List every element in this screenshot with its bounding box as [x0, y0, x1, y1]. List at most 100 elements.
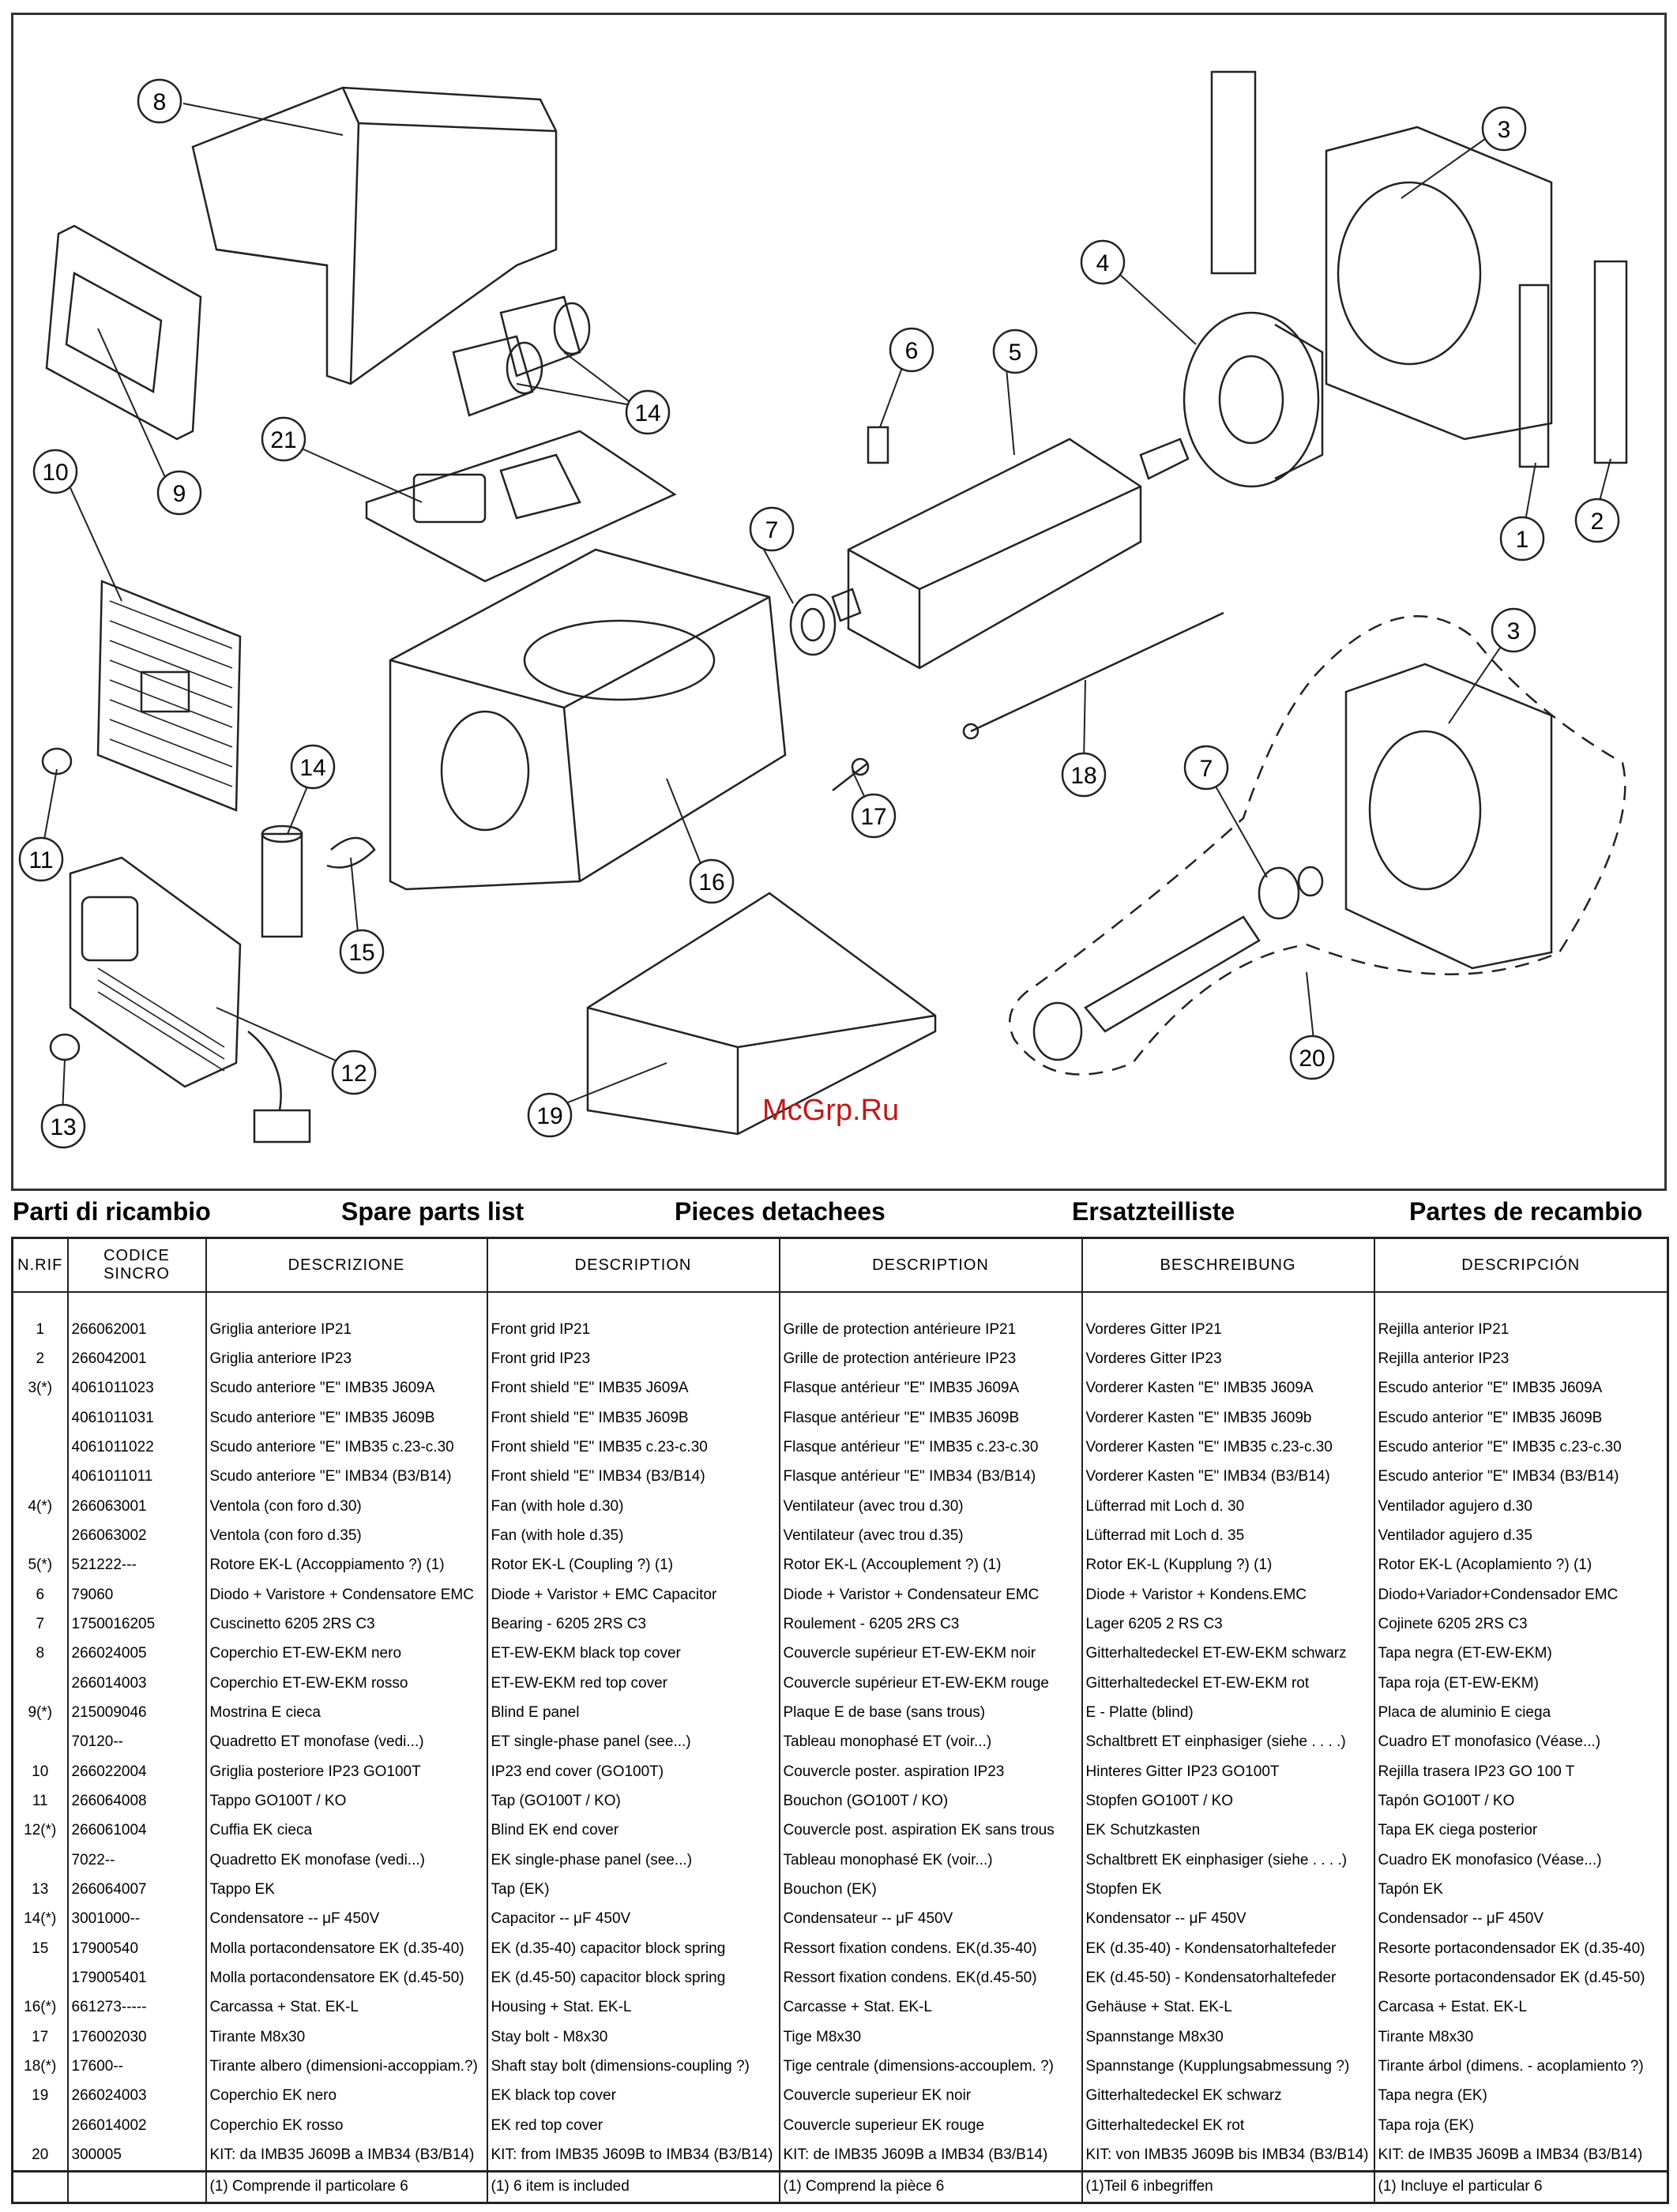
callout-group: [18, 78, 1620, 1149]
callout-label: 16: [698, 869, 724, 896]
cell-desc-de: Spannstange (Kupplungsabmessung ?): [1081, 2052, 1375, 2082]
cell-nrif: [11, 2110, 69, 2141]
callout-9: [156, 470, 202, 516]
cell-nrif: 3(*): [11, 1373, 69, 1404]
cell-desc-de: Lüfterrad mit Loch d. 35: [1081, 1521, 1375, 1551]
cell-desc-en: Rotor EK-L (Coupling ?) (1): [486, 1550, 780, 1581]
cell-code: 266014002: [66, 2110, 207, 2141]
cell-desc-en: Front shield "E" IMB35 c.23-c.30: [486, 1433, 780, 1463]
cell-desc-en: Blind E panel: [486, 1698, 780, 1728]
part-front-grid-2: [1593, 260, 1628, 464]
cell-desc-es: KIT: de IMB35 J609B a IMB34 (B3/B14): [1373, 2140, 1669, 2172]
cell-nrif: 13: [11, 1875, 69, 1905]
callout-16: [689, 858, 735, 904]
cell-desc-de: Hinteres Gitter IP23 GO100T: [1081, 1757, 1375, 1787]
cell-desc-de: Vorderer Kasten "E" IMB35 c.23-c.30: [1081, 1433, 1375, 1463]
cell-desc-fr: Grille de protection antérieure IP21: [778, 1292, 1083, 1345]
callout-label: 13: [50, 1114, 76, 1140]
cell-desc-en: Fan (with hole d.30): [486, 1492, 780, 1522]
callout-label: 11: [28, 847, 53, 873]
part-terminal-plate-21: [365, 430, 677, 583]
callout-label: 3: [1498, 117, 1511, 143]
callout-label: 9: [173, 481, 186, 507]
spare-parts-table: N.RIF CODICE SINCRO DESCRIZIONE DESCRIPT…: [11, 1237, 1669, 2205]
cell-desc-es: Escudo anterior "E" IMB35 J609B: [1373, 1403, 1669, 1433]
cell-desc-it: Tirante albero (dimensioni-accoppiam.?): [205, 2052, 488, 2082]
cell-code: 1750016205: [66, 1609, 207, 1639]
cell-desc-de: Gitterhaltedeckel ET-EW-EKM rot: [1081, 1669, 1375, 1699]
header-fr: DESCRIPTION: [778, 1237, 1083, 1293]
cell-desc-es: Tapa EK ciega posterior: [1373, 1816, 1669, 1846]
cell-desc-it: Coperchio EK rosso: [205, 2110, 488, 2141]
callout-label: 18: [1070, 763, 1096, 789]
cell-nrif: 12(*): [11, 1816, 69, 1846]
cell-code: 266063001: [66, 1492, 207, 1522]
callout-1: [1499, 516, 1545, 561]
title-english: Spare parts list: [341, 1197, 525, 1226]
cell-desc-it: Ventola (con foro d.30): [205, 1492, 488, 1522]
callout-15: [339, 929, 385, 975]
cell-desc-de: Gitterhaltedeckel EK schwarz: [1081, 2081, 1375, 2111]
footnote-cell: [11, 2169, 69, 2205]
cell-nrif: [11, 1462, 69, 1493]
cell-desc-fr: Flasque antérieur "E" IMB35 J609A: [778, 1373, 1083, 1404]
part-front-grid-1: [1518, 284, 1550, 468]
cell-desc-es: Rejilla trasera IP23 GO 100 T: [1373, 1757, 1669, 1787]
part-ek-cover-19: [586, 892, 937, 1136]
language-titles: Parti di ricambio Spare parts list Piece…: [11, 1197, 1667, 1235]
cell-desc-it: Molla portacondensatore EK (d.45-50): [205, 1963, 488, 1993]
cell-nrif: 19: [11, 2081, 69, 2111]
footnote-cell: (1) Comprend la pièce 6: [778, 2169, 1083, 2205]
cell-desc-en: Diode + Varistor + EMC Capacitor: [486, 1580, 780, 1610]
cell-code: 4061011022: [66, 1433, 207, 1463]
cell-desc-de: Schaltbrett EK einphasiger (siehe . . . …: [1081, 1846, 1375, 1876]
callout-2: [1574, 498, 1620, 543]
part-rotor-5: [847, 438, 1142, 670]
cell-desc-fr: Couvercle superieur EK rouge: [778, 2110, 1083, 2141]
cell-desc-it: Cuscinetto 6205 2RS C3: [205, 1609, 488, 1639]
cell-code: 4061011011: [66, 1462, 207, 1493]
callout-13: [40, 1103, 86, 1149]
cell-desc-en: Front shield "E" IMB35 J609A: [486, 1373, 780, 1404]
cell-desc-es: Cuadro EK monofasico (Véase...): [1373, 1846, 1669, 1876]
cell-nrif: 2: [11, 1344, 69, 1374]
cell-desc-fr: Tige centrale (dimensions-accouplem. ?): [778, 2052, 1083, 2082]
cell-code: 266064007: [66, 1875, 207, 1905]
part-blind-panel-9: [45, 224, 202, 441]
footnote-row: (1) Comprende il particolare 6(1) 6 item…: [11, 2169, 1669, 2205]
cell-nrif: [11, 1403, 69, 1433]
cell-desc-en: EK (d.45-50) capacitor block spring: [486, 1963, 780, 1993]
cell-desc-es: Diodo+Variador+Condensador EMC: [1373, 1580, 1669, 1610]
cell-desc-fr: Carcasse + Stat. EK-L: [778, 1992, 1083, 2022]
callout-21: [261, 416, 306, 462]
cell-code: 266064008: [66, 1786, 207, 1816]
cell-desc-it: Quadretto ET monofase (vedi...): [205, 1727, 488, 1758]
cell-desc-de: KIT: von IMB35 J609B bis IMB34 (B3/B14): [1081, 2140, 1375, 2172]
footnote-cell: (1)Teil 6 inbegriffen: [1081, 2169, 1375, 2205]
footnote-cell: [66, 2169, 207, 2205]
cell-desc-fr: Couvercle superieur EK noir: [778, 2081, 1083, 2111]
cell-desc-es: Cuadro ET monofasico (Véase...): [1373, 1727, 1669, 1758]
cell-desc-de: Vorderer Kasten "E" IMB34 (B3/B14): [1081, 1462, 1375, 1493]
cell-nrif: 6: [11, 1580, 69, 1610]
cell-desc-en: ET single-phase panel (see...): [486, 1727, 780, 1758]
cell-desc-it: KIT: da IMB35 J609B a IMB34 (B3/B14): [205, 2140, 488, 2172]
title-german: Ersatzteilliste: [1072, 1197, 1235, 1226]
cell-desc-it: Tirante M8x30: [205, 2022, 488, 2052]
part-spring-15: [326, 836, 376, 869]
cell-desc-de: EK (d.45-50) - Kondensatorhaltefeder: [1081, 1963, 1375, 1993]
cell-desc-fr: Bouchon (GO100T / KO): [778, 1786, 1083, 1816]
cell-code: 17600--: [66, 2052, 207, 2082]
cell-desc-de: Stopfen GO100T / KO: [1081, 1786, 1375, 1816]
part-tap-13: [49, 1033, 81, 1061]
callout-14-small: [290, 744, 336, 790]
cell-code: 661273-----: [66, 1992, 207, 2022]
